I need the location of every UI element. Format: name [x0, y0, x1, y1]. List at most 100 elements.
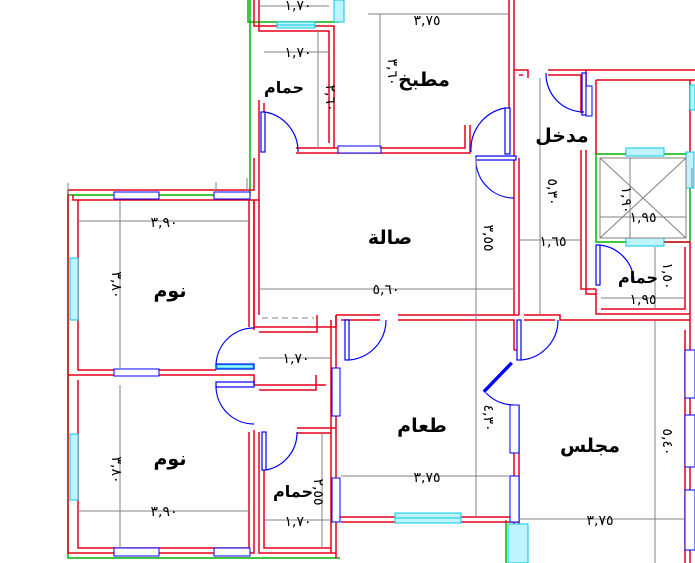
dim-top-bath-width: ١,٧٠: [284, 45, 311, 61]
dim-entrance-width: ١,٦٥: [539, 234, 566, 250]
dim-corridor-width: ١,٧٠: [282, 351, 309, 367]
dim-bath-mid-height: ٢,٥٥: [310, 478, 326, 505]
wall-dining-top-right: [398, 319, 515, 350]
dim-shaft-height: ١,٩٠: [618, 186, 634, 213]
window-bed-top-south: [113, 368, 160, 377]
dim-bed-top-width: ٣,٩٠: [150, 215, 177, 231]
window-dining-west-b: [331, 477, 341, 523]
door-bath-top-arc: [264, 111, 299, 153]
door-dining-arc: [348, 319, 387, 361]
wall-entrance-right-inner: [548, 74, 582, 113]
dim-hall-height: ٣,٥٥: [480, 224, 496, 251]
shaft-cross-b: [599, 157, 687, 239]
dim-top-bath-width-upper: ١,٧٠: [284, 0, 311, 14]
window-bed-bottom-west: [69, 433, 79, 501]
window-entrance-top-door: [585, 85, 593, 117]
dim-dining-height: ٤,٣٠: [480, 404, 496, 431]
shaft-box: [599, 157, 687, 239]
door-bed-bottom-leaf: [215, 381, 255, 388]
window-majlis-east-a: [684, 349, 695, 399]
wall-hall-top-left: [72, 153, 260, 201]
door-dining-entrance-leaf: [516, 319, 522, 361]
dim-entrance-height: ٥,٣٠: [544, 178, 560, 205]
window-hall-top: [213, 191, 251, 200]
dim-bath-mid-width: ١,٧٠: [284, 514, 311, 530]
walls: [67, 0, 695, 563]
room-kitchen: مطبخ: [398, 69, 450, 91]
room-dining: طعام: [397, 415, 447, 437]
dim-dining-width: ٣,٧٥: [413, 470, 440, 486]
window-majlis-south: [507, 523, 529, 563]
wall-corridor-bottom: [253, 380, 326, 386]
room-bedroom-top: نوم: [154, 280, 187, 302]
door-entrance-arc: [475, 159, 515, 199]
wall-corridor-top-inner: [259, 315, 318, 333]
wall-bed-top-inner: [77, 200, 216, 371]
door-dining-entrance-arc: [520, 319, 559, 361]
door-kitchen-leaf: [504, 107, 511, 155]
dim-kitchen-height: ٣,٦٠: [384, 58, 400, 85]
window-majlis-west-a: [509, 404, 520, 454]
dim-bath-right-width: ١,٩٥: [629, 292, 656, 308]
wall-kitchen-bottom-outer: [296, 125, 471, 154]
wall-bath-mid-left-inner: [263, 470, 331, 549]
room-hall: صالة: [368, 227, 412, 249]
wall-hall-top-left-inner: [68, 158, 255, 191]
room-bath-top: حمام: [264, 78, 304, 97]
room-bath-mid: حمام: [273, 482, 313, 501]
dim-bed-bottom-height: ٣,٨٠: [108, 456, 124, 483]
wall-entrance-top: [514, 69, 529, 78]
dim-bed-top-height: ٣,٨٠: [108, 271, 124, 298]
dimension-lines: [78, 5, 686, 563]
wall-corridor-top: [254, 315, 337, 328]
wall-entrance-right-b-inner: [580, 150, 596, 290]
door-bath-right-leaf: [595, 244, 601, 286]
wall-top-bath-inner: [258, 0, 330, 143]
door-bath-mid-arc: [265, 431, 298, 471]
dimension-labels: ١,٧٠ ١,٧٠ ٢,٦٠ ٣,٧٥ ٣,٦٠ ٥,٣٠ ١,٦٥ ٣,٥٥ …: [108, 0, 675, 530]
door-bed-bottom-arc: [215, 385, 255, 425]
window-bed-bottom-south: [113, 547, 160, 557]
door-entrance-right-leaf: [581, 72, 587, 116]
door-majlis-leaf-inner: [485, 363, 515, 394]
window-dining-west-a: [331, 367, 341, 417]
window-corridor: [216, 364, 254, 369]
doors: [215, 72, 635, 471]
door-entrance-right-arc: [545, 72, 585, 113]
door-bath-mid-leaf: [261, 431, 267, 471]
wall-bed-bottom-outer: [67, 375, 255, 554]
window-bed-bottom-south-b: [213, 547, 251, 557]
wall-entrance-right-b: [585, 150, 596, 295]
window-right-top-east: [689, 84, 695, 111]
dim-bath-right-height: ١,٥٠: [659, 262, 675, 289]
wall-bath-mid-left: [258, 432, 336, 554]
window-majlis-east-b: [684, 414, 695, 468]
room-entrance: مدخل: [535, 125, 588, 147]
door-bed-top-arc: [215, 327, 255, 367]
window-kitchen: [337, 145, 382, 154]
door-bath-top-leaf: [260, 111, 266, 153]
window-majlis-west-b: [509, 475, 520, 523]
room-bath-right: حمام: [618, 268, 658, 287]
shaft: [599, 157, 687, 239]
dim-kitchen-width: ٣,٧٥: [413, 13, 440, 29]
room-majlis: مجلس: [560, 435, 620, 457]
wall-bath-right-bottom: [595, 289, 690, 315]
room-labels: حمام مطبخ مدخل صالة نوم طعام نوم حمام حم…: [154, 69, 658, 501]
window-majlis-east-c: [684, 489, 695, 551]
window-bed-top-north: [113, 191, 160, 200]
wall-bath-right-top: [654, 241, 691, 320]
window-top-right-vertical: [333, 0, 345, 23]
door-dining-leaf: [344, 319, 350, 361]
dim-hall-width: ٥,٦٠: [372, 282, 399, 298]
door-majlis-leaf: [482, 361, 514, 394]
wall-bath-right-bottom-outer: [601, 247, 686, 310]
dim-shaft-width: ١,٩٥: [629, 210, 656, 226]
window-shaft-bottom: [625, 237, 665, 247]
wall-majlis-top: [524, 314, 690, 321]
window-bed-top-west: [69, 257, 79, 321]
room-bedroom-bottom: نوم: [154, 448, 187, 470]
door-kitchen-arc: [470, 107, 506, 153]
windows: [69, 0, 695, 563]
